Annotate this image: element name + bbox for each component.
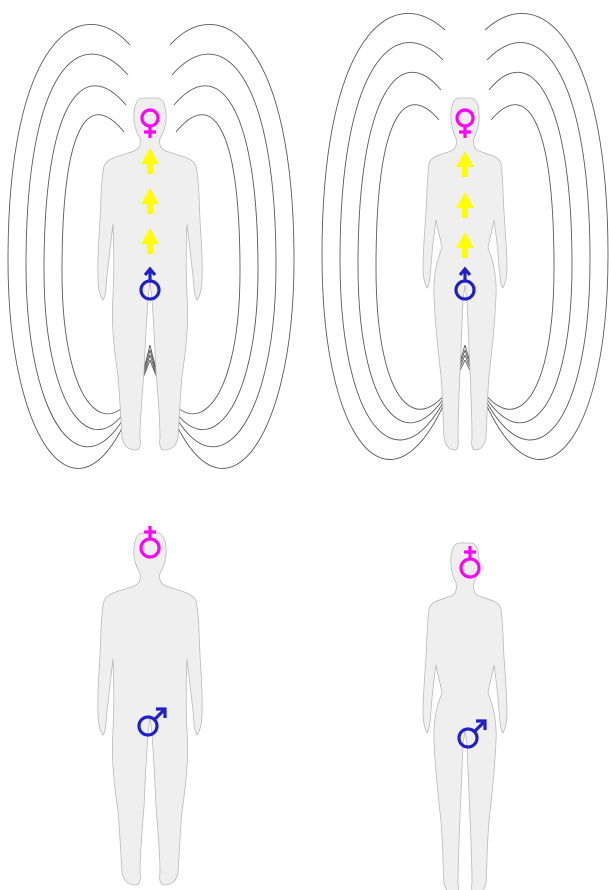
panel-female-energized xyxy=(321,13,609,460)
field-line xyxy=(464,104,555,410)
field-line xyxy=(149,53,277,448)
field-lines xyxy=(7,24,295,469)
panel-male-resting xyxy=(97,526,203,886)
human-silhouette-icon xyxy=(422,542,508,890)
venus-symbol-icon xyxy=(139,526,161,559)
field-line xyxy=(7,24,151,469)
panel-male-energized xyxy=(7,24,295,469)
field-line xyxy=(149,24,295,469)
field-line xyxy=(321,13,466,460)
field-line xyxy=(149,85,259,430)
field-line xyxy=(149,114,241,415)
field-line xyxy=(43,85,151,430)
venus-symbol-icon xyxy=(459,546,481,579)
field-line xyxy=(464,13,609,460)
field-line xyxy=(357,71,466,424)
venus-symbol-icon xyxy=(140,108,160,138)
field-line xyxy=(464,42,591,441)
panel-female-resting xyxy=(422,542,508,890)
field-line xyxy=(25,53,151,448)
field-line xyxy=(339,42,466,441)
field-lines xyxy=(321,13,609,460)
mars-symbol-icon xyxy=(457,719,487,749)
mars-symbol-icon xyxy=(139,266,161,301)
field-line xyxy=(61,114,151,415)
mars-symbol-icon xyxy=(454,266,476,301)
field-line xyxy=(464,71,573,424)
mars-symbol-icon xyxy=(137,707,167,737)
venus-symbol-icon xyxy=(455,108,475,138)
field-line xyxy=(375,104,466,410)
human-silhouette-icon xyxy=(97,532,203,886)
